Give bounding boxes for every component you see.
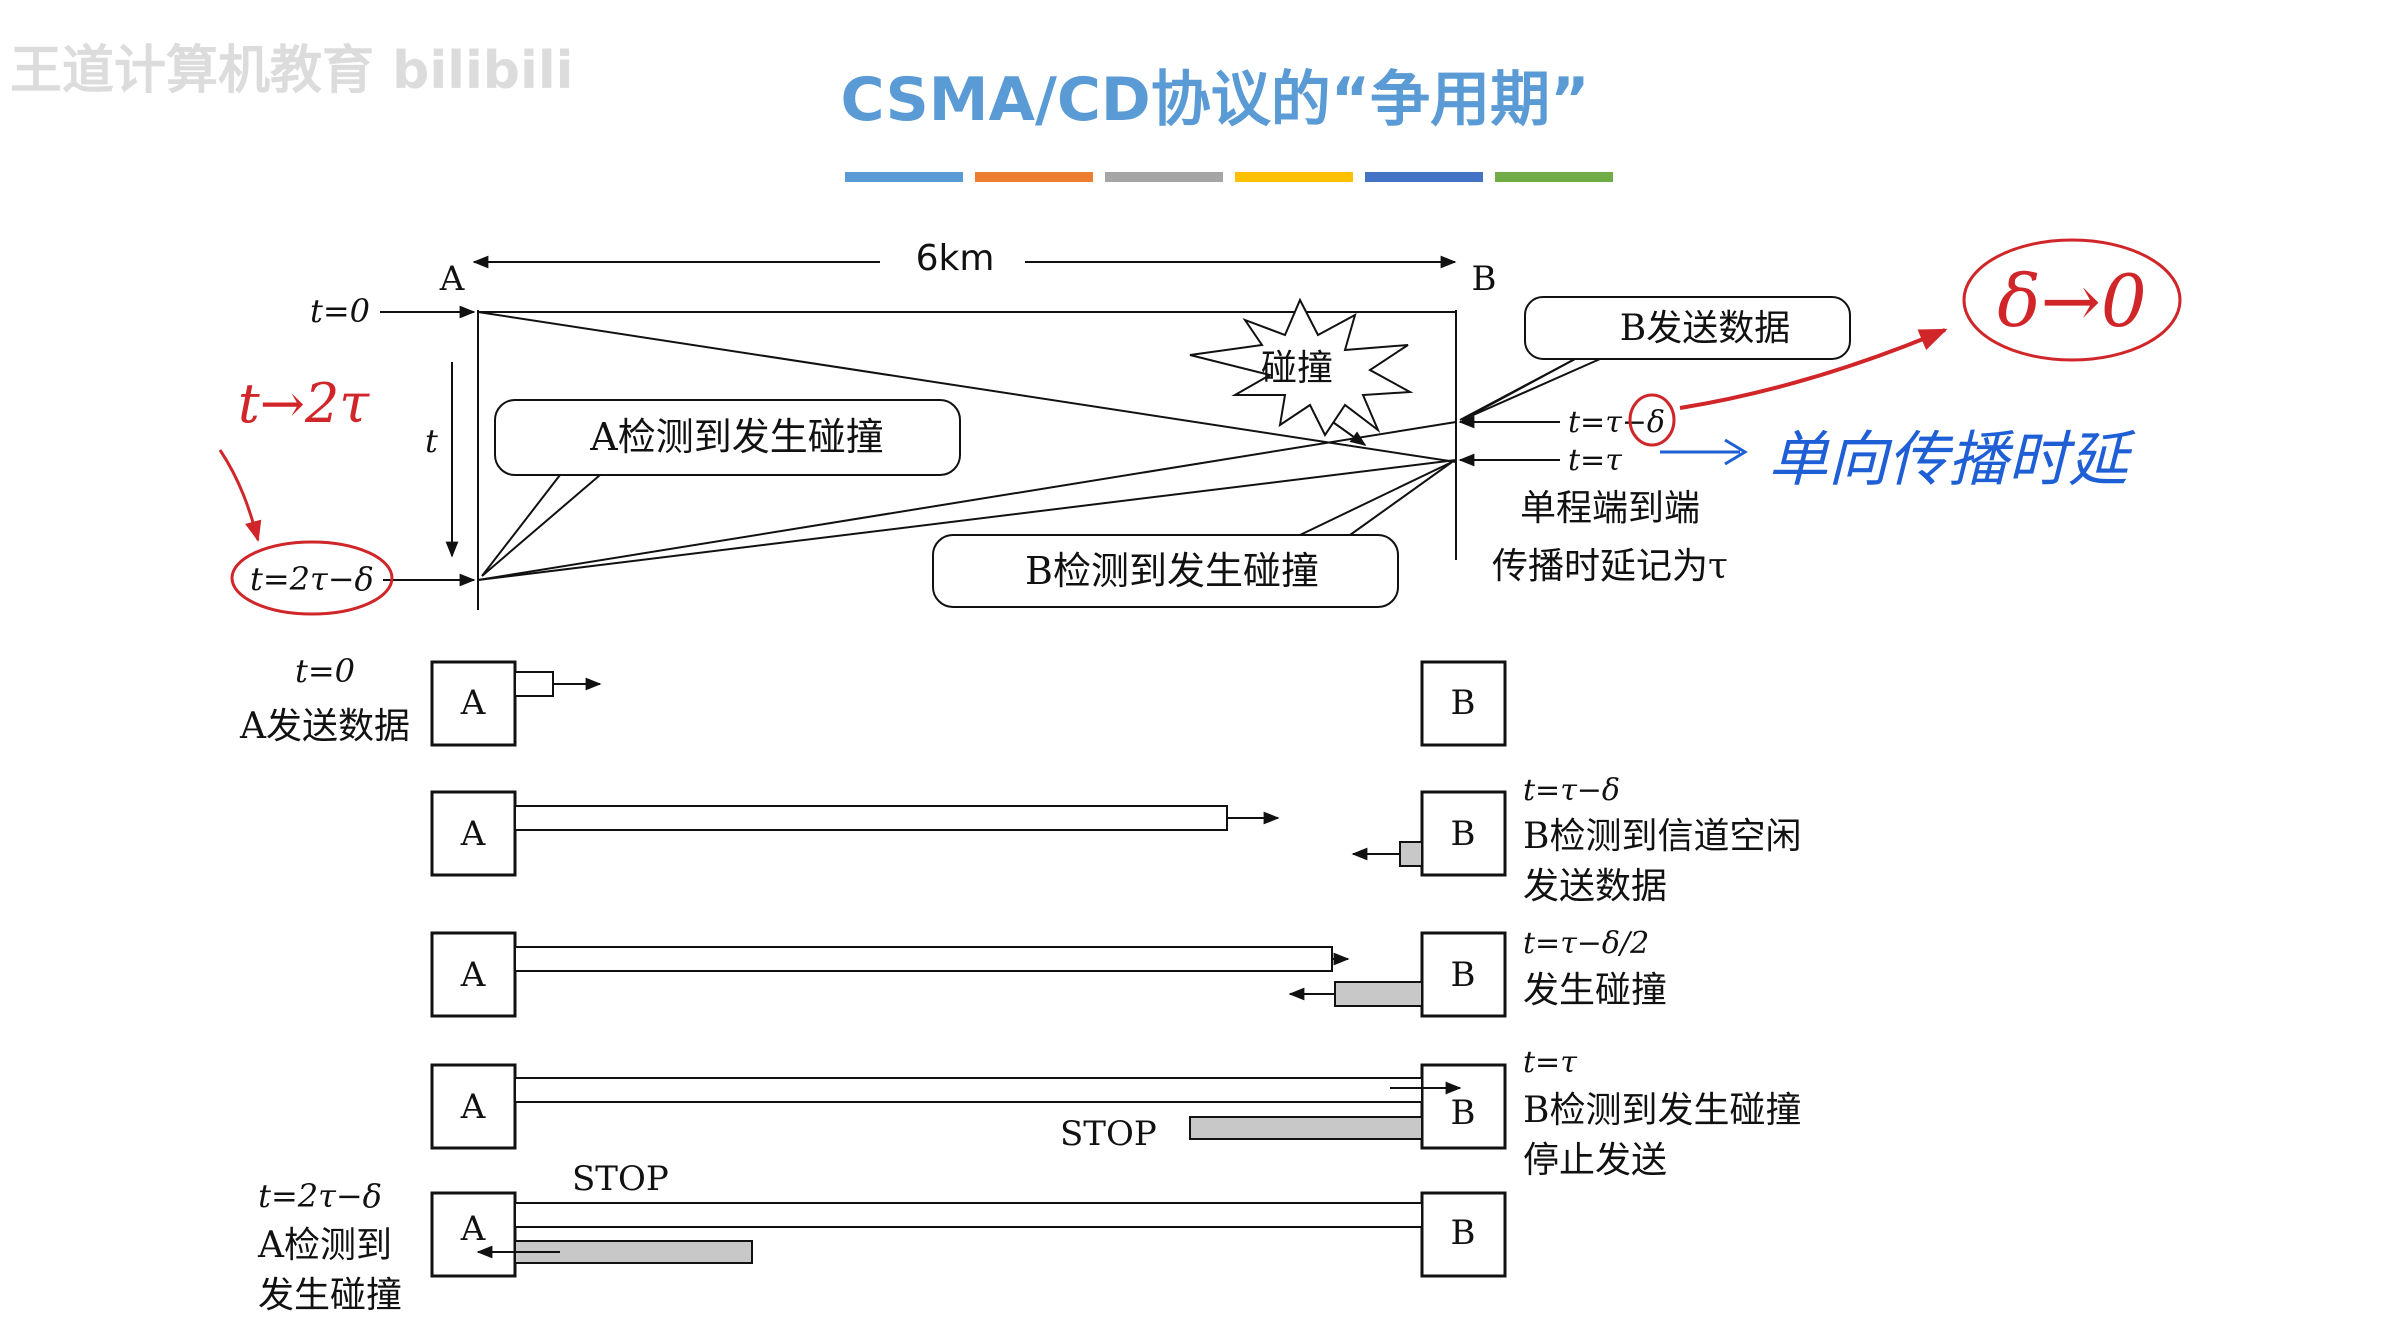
timing-diagram (380, 255, 1851, 610)
step3-signal-b (1334, 981, 1423, 1007)
timing-diagram-labels: 6km A B t=0 t t=2τ−δ t=τ−δ t=τ 碰撞 B发送数据 … (250, 238, 1790, 598)
step5-box-b (1420, 1191, 1507, 1278)
title-bar-2 (975, 172, 1093, 182)
handwritten-t-to-2tau: t→2τ (238, 372, 370, 435)
step5-stop: STOP (572, 1159, 669, 1199)
step4-a-label: A (460, 1087, 486, 1127)
step2-box-a (430, 790, 517, 877)
page-title: CSMA/CD协议的“争用期” (840, 65, 1589, 135)
title-bar-1 (845, 172, 963, 182)
step2-b-label: B (1451, 814, 1476, 854)
handwritten-annotations: t→2τ δ→0 单向传播时延 (218, 238, 2182, 616)
step5-box-a (430, 1191, 517, 1278)
collision-star (1189, 297, 1414, 437)
collision-arrow (1329, 419, 1367, 446)
step4-box-a (430, 1063, 517, 1150)
callout-b-detect: B检测到发生碰撞 (1025, 549, 1319, 593)
one-way-delay-line1: 单程端到端 (1520, 488, 1700, 529)
step2-time: t=τ−δ (1523, 773, 1620, 808)
step1-b-label: B (1451, 683, 1476, 723)
handwritten-circle-2tau (230, 540, 394, 616)
step5-a-label: A (460, 1209, 486, 1249)
step4-stop: STOP (1060, 1114, 1157, 1154)
step4-signal-a (514, 1077, 1423, 1103)
step2-signal-b (1399, 841, 1423, 867)
watermark: 王道计算机教育 bilibili (10, 41, 574, 101)
b-signal-line-2 (477, 459, 1457, 581)
step1-a-label: A (460, 683, 486, 723)
handwritten-arrow-to-delta (1679, 328, 1948, 410)
a-signal-line (477, 311, 1457, 463)
b-signal-line (477, 421, 1457, 581)
step2-signal-a (514, 805, 1228, 831)
step3-desc: 发生碰撞 (1523, 970, 1667, 1011)
step5-desc2: 发生碰撞 (258, 1275, 402, 1316)
title-underline-bars (845, 172, 1613, 182)
step3-box-b (1420, 931, 1507, 1018)
step5-desc1: A检测到 (257, 1225, 392, 1266)
callout-b-send: B发送数据 (1620, 308, 1790, 349)
station-a-label: A (439, 259, 465, 299)
callout-a-detect-box (494, 399, 961, 476)
step-diagrams (430, 660, 1507, 1278)
step5-signal-a (514, 1202, 1423, 1228)
step-labels: A B t=0 A发送数据 A B t=τ−δ B检测到信道空闲 发送数据 A … (239, 652, 1801, 1316)
handwritten-one-way-delay: 单向传播时延 (1768, 425, 2136, 495)
step4-box-b (1420, 1063, 1507, 1150)
handwritten-delta-to-zero: δ→0 (1997, 259, 2146, 343)
step2-desc1: B检测到信道空闲 (1523, 816, 1801, 857)
t-tau-label: t=τ (1568, 443, 1622, 478)
step1-signal-a (514, 671, 554, 697)
callout-b-detect-box (932, 534, 1399, 608)
step4-desc1: B检测到发生碰撞 (1523, 1090, 1801, 1131)
one-way-delay-line2: 传播时延记为τ (1492, 546, 1728, 587)
distance-label: 6km (916, 238, 995, 279)
step4-b-label: B (1451, 1093, 1476, 1133)
step1-desc: A发送数据 (239, 706, 410, 747)
step2-a-label: A (460, 814, 486, 854)
step4-time: t=τ (1523, 1045, 1577, 1080)
handwritten-circle-delta-zero (1962, 238, 2182, 362)
station-b-label: B (1472, 259, 1497, 299)
step3-b-label: B (1451, 955, 1476, 995)
step1-time: t=0 (295, 652, 355, 690)
title-bar-4 (1235, 172, 1353, 182)
step3-box-a (430, 931, 517, 1018)
step4-desc2: 停止发送 (1523, 1140, 1667, 1181)
step1-box-a (430, 660, 517, 747)
step5-time: t=2τ−δ (258, 1177, 382, 1215)
step3-time: t=τ−δ/2 (1523, 926, 1649, 961)
step4-signal-b (1189, 1116, 1423, 1140)
collision-label: 碰撞 (1261, 348, 1333, 389)
title-bar-3 (1105, 172, 1223, 182)
step1-box-b (1420, 660, 1507, 747)
handwritten-circle-delta (1628, 393, 1676, 447)
callout-b-send-box (1524, 296, 1851, 360)
step3-signal-a (514, 946, 1333, 972)
title-bar-6 (1495, 172, 1613, 182)
handwritten-arrow-down (218, 449, 262, 543)
t-tau-delta-label: t=τ−δ (1568, 405, 1665, 440)
title-bar-5 (1365, 172, 1483, 182)
step3-a-label: A (460, 955, 486, 995)
t0-label: t=0 (310, 292, 370, 330)
t-2tau-delta-label: t=2τ−δ (250, 560, 374, 598)
step5-b-label: B (1451, 1213, 1476, 1253)
callout-a-detect: A检测到发生碰撞 (589, 415, 883, 459)
t-axis-label: t (425, 422, 438, 460)
step2-box-b (1420, 790, 1507, 877)
step2-desc2: 发送数据 (1523, 866, 1667, 907)
